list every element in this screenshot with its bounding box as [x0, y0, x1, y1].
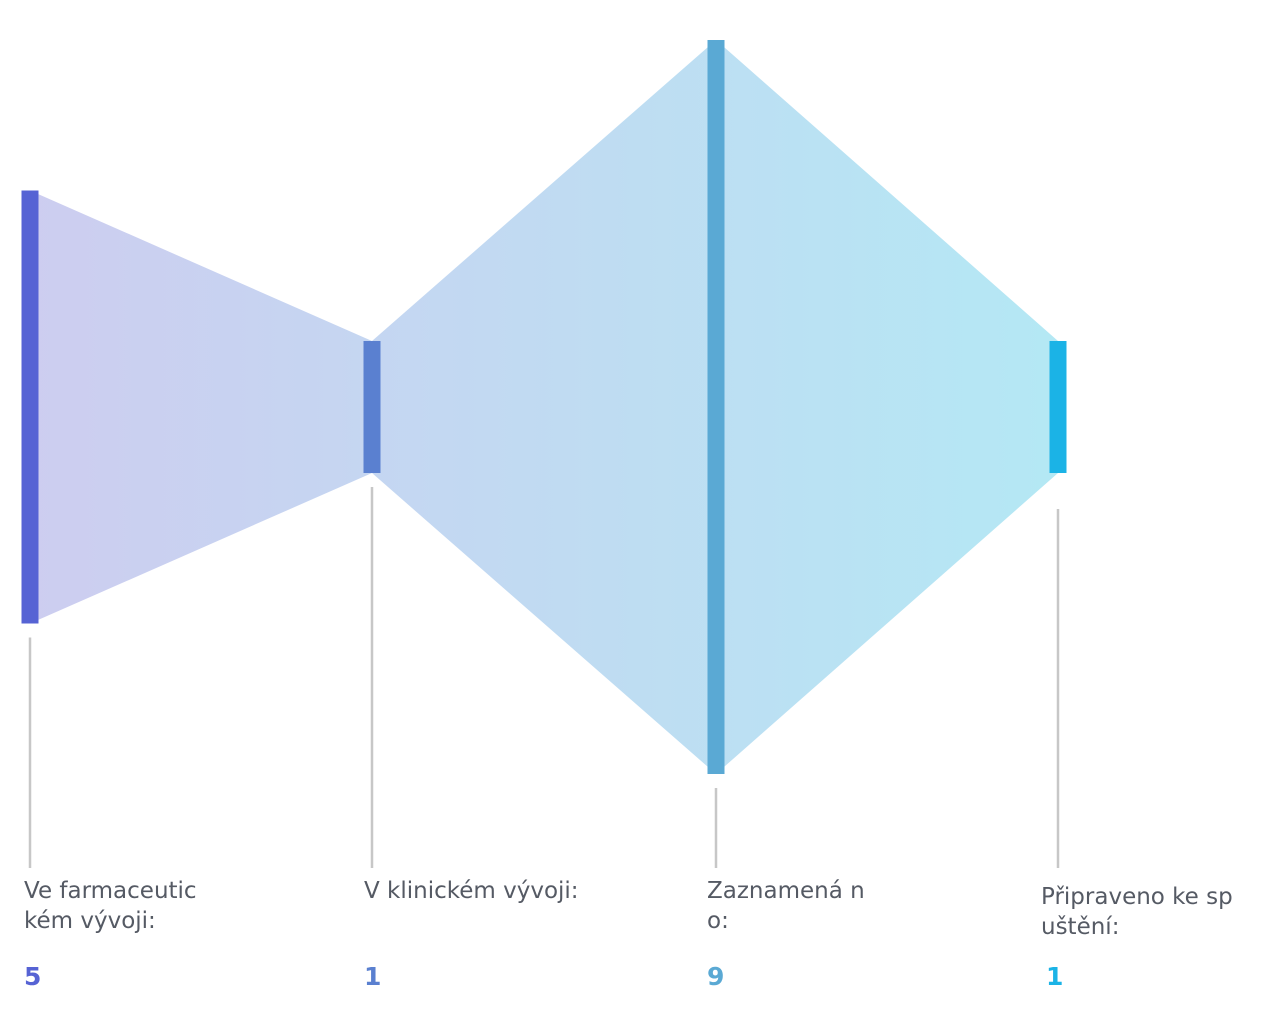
- stage-value-pharma: 5: [24, 962, 42, 991]
- stage-value-registered: 9: [707, 962, 725, 991]
- stage-label-registered: Zaznamená no:: [707, 878, 865, 934]
- stage-bar-0: [21, 190, 39, 624]
- stage-value-launch: 1: [1046, 962, 1064, 991]
- stage-label-pharma: Ve farmaceutickém vývoji:: [24, 878, 197, 934]
- stage-bar-3: [1049, 341, 1067, 473]
- funnel-band: [30, 40, 1058, 774]
- funnel-bands: [30, 40, 1058, 774]
- stage-value-clinical: 1: [364, 962, 382, 991]
- stage-bars: [21, 40, 1067, 774]
- stage-label-launch: Připraveno ke spuštění:: [1041, 884, 1233, 940]
- stage-bar-2: [707, 40, 725, 774]
- stage-bar-1: [363, 341, 381, 473]
- stage-label-clinical: V klinickém vývoji:: [364, 878, 579, 904]
- leader-lines: [28, 487, 1060, 868]
